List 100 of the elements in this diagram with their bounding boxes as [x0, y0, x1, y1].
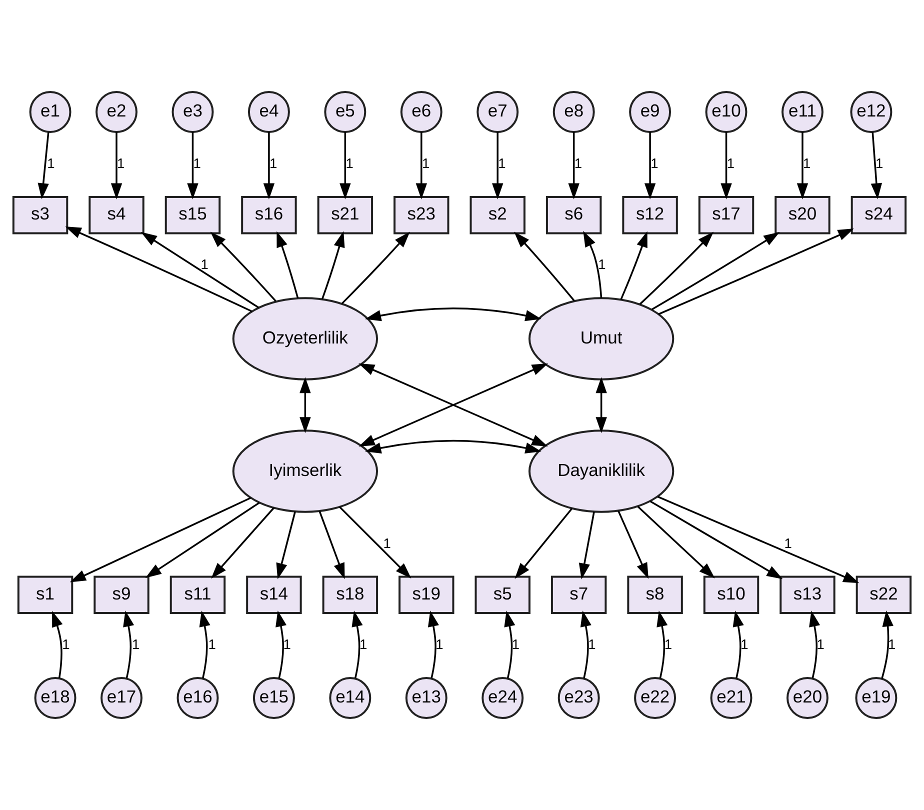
arrow — [38, 132, 50, 200]
node-ellipse: Umut — [528, 297, 674, 380]
arrow — [644, 132, 656, 200]
node-circle: e13 — [405, 677, 448, 719]
edge-label: 1 — [512, 637, 520, 652]
node-box: s16 — [241, 196, 297, 234]
arrow — [580, 610, 592, 678]
arrow — [123, 610, 134, 678]
node-circle: e9 — [629, 91, 672, 133]
node-circle: e1 — [29, 91, 72, 133]
node-box: s10 — [703, 576, 760, 614]
node-box: s24 — [850, 196, 907, 234]
node-box: s5 — [474, 576, 530, 614]
arrow — [110, 132, 122, 200]
arrow — [732, 610, 744, 678]
node-circle: e16 — [176, 677, 219, 719]
edge-label: 1 — [47, 156, 55, 171]
arrow — [657, 496, 860, 584]
node-box: s13 — [780, 576, 836, 614]
arrow — [211, 507, 274, 579]
node-box: s3 — [12, 196, 68, 234]
node-box: s12 — [622, 196, 678, 234]
node-box: s21 — [317, 196, 374, 234]
arrow — [263, 132, 275, 200]
node-circle: e23 — [558, 677, 600, 719]
node-circle: e21 — [710, 677, 752, 719]
edge-label: 1 — [740, 637, 748, 652]
node-circle: e3 — [172, 91, 214, 133]
arrow — [318, 510, 345, 580]
edge-label: 1 — [117, 156, 125, 171]
edge-label: 1 — [346, 156, 354, 171]
node-circle: e7 — [476, 91, 519, 133]
node-circle: e20 — [786, 677, 828, 719]
node-circle: e5 — [324, 91, 366, 133]
node-box: s8 — [627, 576, 683, 614]
arrow — [618, 510, 649, 579]
node-box: s15 — [164, 196, 221, 234]
arrow — [416, 132, 427, 200]
node-circle: e8 — [552, 91, 595, 133]
edge-label: 1 — [888, 637, 896, 652]
edge-label: 1 — [132, 637, 140, 652]
arrow — [870, 132, 882, 200]
node-circle: e4 — [248, 91, 290, 133]
edge-label: 1 — [650, 156, 658, 171]
arrow — [796, 132, 808, 200]
node-circle: e19 — [855, 677, 898, 719]
arrow — [52, 610, 63, 678]
node-box: s19 — [398, 576, 454, 614]
arrow — [568, 132, 580, 200]
node-circle: e11 — [782, 91, 824, 133]
node-circle: e22 — [634, 677, 676, 719]
node-box: s9 — [94, 576, 150, 614]
arrow — [365, 307, 542, 322]
arrow — [199, 610, 210, 678]
node-box: s20 — [774, 196, 830, 234]
node-circle: e2 — [96, 91, 138, 133]
arrow — [809, 610, 820, 678]
arrow — [651, 232, 780, 310]
edge-label: 1 — [803, 156, 811, 171]
edge-label: 1 — [876, 156, 884, 171]
arrow — [596, 377, 607, 434]
edge-label: 1 — [208, 637, 216, 652]
arrow — [620, 231, 648, 300]
edge-label: 1 — [270, 156, 278, 171]
edge-label: 1 — [498, 156, 506, 171]
edge-label: 1 — [784, 536, 792, 551]
arrow — [187, 132, 198, 200]
arrow — [514, 232, 575, 302]
edge-label: 1 — [359, 637, 368, 652]
arrow — [341, 232, 410, 304]
arrow — [504, 610, 516, 678]
edge-label: 1 — [588, 637, 596, 652]
edge-label: 1 — [574, 156, 582, 171]
arrow — [492, 132, 504, 200]
node-circle: e14 — [329, 677, 372, 719]
arrow — [276, 231, 299, 298]
edge-label: 1 — [726, 156, 734, 171]
node-box: s2 — [470, 196, 526, 234]
node-box: s23 — [394, 196, 450, 234]
arrow — [578, 512, 595, 580]
node-box: s18 — [322, 576, 378, 614]
arrow — [514, 508, 573, 579]
arrow — [276, 610, 287, 678]
node-ellipse: Ozyeterlilik — [232, 297, 378, 380]
arrow — [352, 610, 363, 678]
edge-label: 1 — [200, 257, 208, 272]
arrow — [70, 497, 252, 582]
node-circle: e17 — [100, 677, 142, 719]
arrow — [658, 228, 854, 315]
arrow — [140, 232, 260, 308]
edge-label: 1 — [664, 637, 672, 652]
arrow — [338, 506, 412, 579]
arrow — [300, 377, 311, 434]
arrow — [650, 500, 783, 580]
edge-label: 1 — [436, 637, 444, 652]
node-ellipse: Iyimserlik — [232, 430, 378, 513]
arrow — [639, 232, 714, 305]
node-box: s11 — [170, 576, 226, 614]
arrow — [145, 502, 260, 578]
node-circle: e24 — [482, 677, 524, 719]
